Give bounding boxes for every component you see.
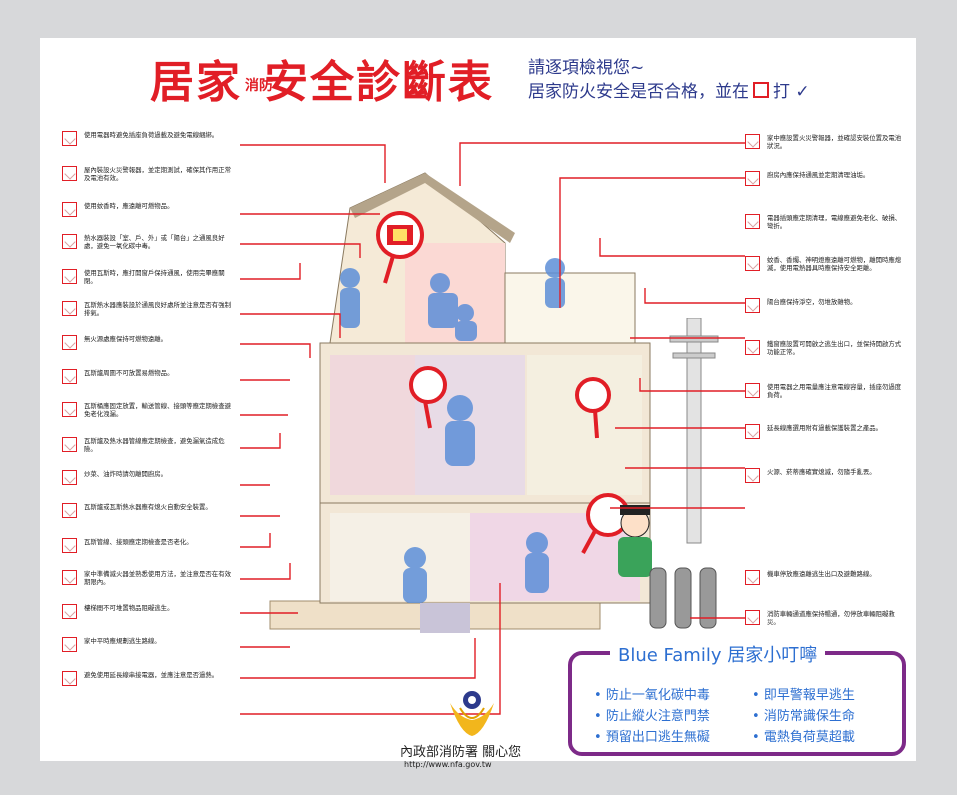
- checkbox[interactable]: [62, 131, 77, 146]
- utility-pole-icon: [669, 318, 719, 544]
- tip-item: 電熱負荷莫超載: [763, 730, 855, 745]
- checkbox[interactable]: [745, 214, 760, 229]
- blue-family-tips-box: Blue Family 居家小叮嚀 • 防止一氧化碳中毒 • 防止縱火注意門禁 …: [568, 641, 906, 756]
- checkbox[interactable]: [745, 134, 760, 149]
- tips-left-column: • 防止一氧化碳中毒 • 防止縱火注意門禁 • 預留出口逃生無礙: [594, 688, 710, 745]
- checkbox[interactable]: [745, 610, 760, 625]
- agency-name: 內政部消防署 關心您: [400, 745, 522, 760]
- agency-emblem-icon: [450, 691, 494, 736]
- checkbox[interactable]: [745, 383, 760, 398]
- tip-item: 即早警報早逃生: [763, 688, 855, 703]
- checkbox[interactable]: [62, 301, 77, 316]
- checkbox[interactable]: [62, 437, 77, 452]
- tip-item: 預留出口逃生無礙: [605, 730, 710, 745]
- checkbox[interactable]: [745, 340, 760, 355]
- page-subtitle: 請逐項檢視您~ 居家防火安全是否合格，並在打 ✓: [528, 58, 810, 102]
- page-title: 居家消防安全診斷表: [150, 57, 494, 108]
- firefighter-icon: [618, 505, 717, 629]
- checkbox[interactable]: [745, 570, 760, 585]
- tip-item: 消防常識保生命: [763, 709, 855, 724]
- poster: 居家消防安全診斷表 請逐項檢視您~ 居家防火安全是否合格，並在打 ✓: [40, 38, 916, 769]
- checkbox[interactable]: [62, 570, 77, 585]
- agency-url[interactable]: http://www.nfa.gov.tw: [404, 760, 492, 769]
- checkbox[interactable]: [62, 234, 77, 249]
- checkbox[interactable]: [62, 503, 77, 518]
- checkbox[interactable]: [62, 470, 77, 485]
- checkbox[interactable]: [745, 171, 760, 186]
- checkbox[interactable]: [62, 269, 77, 284]
- checkbox[interactable]: [62, 166, 77, 181]
- checkbox[interactable]: [62, 671, 77, 686]
- checkbox[interactable]: [62, 604, 77, 619]
- checkbox[interactable]: [745, 298, 760, 313]
- checkbox[interactable]: [62, 402, 77, 417]
- checkbox[interactable]: [62, 637, 77, 652]
- blue-family-title: Blue Family 居家小叮嚀: [610, 641, 826, 667]
- checkbox[interactable]: [62, 538, 77, 553]
- house-illustration: [269, 172, 651, 633]
- checkbox[interactable]: [745, 424, 760, 439]
- tips-right-column: • 即早警報早逃生 • 消防常識保生命 • 電熱負荷莫超載: [752, 688, 855, 745]
- checkbox[interactable]: [745, 468, 760, 483]
- checkbox[interactable]: [62, 335, 77, 350]
- tip-item: 防止縱火注意門禁: [605, 709, 710, 724]
- tip-item: 防止一氧化碳中毒: [605, 688, 710, 703]
- leader-lines: [240, 142, 745, 715]
- checkbox[interactable]: [62, 202, 77, 217]
- checkmark-icon: ✓: [795, 82, 810, 102]
- checkbox[interactable]: [745, 256, 760, 271]
- sample-checkbox-icon: [753, 82, 769, 98]
- checkbox[interactable]: [62, 369, 77, 384]
